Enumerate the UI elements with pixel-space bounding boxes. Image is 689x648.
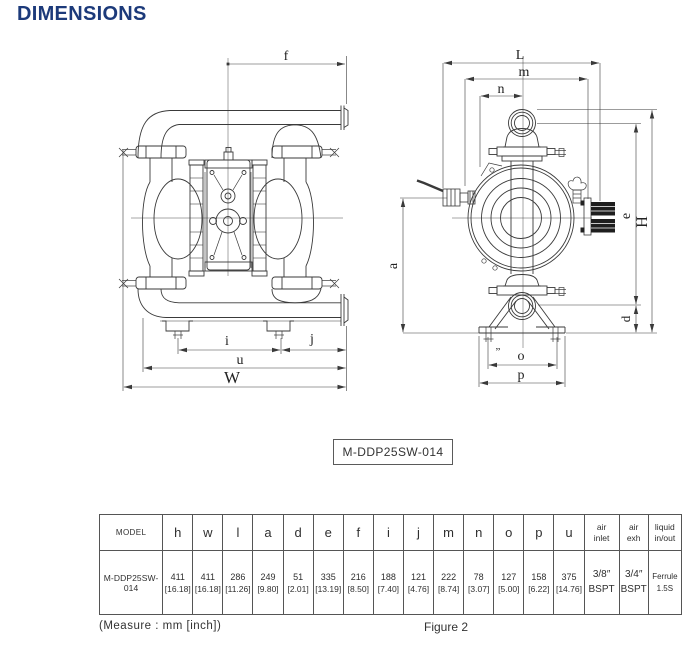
cell-p: 158[6.22] xyxy=(523,550,555,615)
dim-label-m: m xyxy=(519,65,530,80)
dim-label-n: n xyxy=(498,82,505,97)
cell-o: 127[5.00] xyxy=(493,550,525,615)
side-view-dimensions: L m n a e H d o p „ xyxy=(386,48,657,387)
dim-label-W: W xyxy=(224,368,241,387)
dim-label-foot-slot: „ xyxy=(496,340,501,352)
dim-label-j: j xyxy=(309,332,314,347)
dim-label-a: a xyxy=(386,262,401,269)
dim-label-o: o xyxy=(518,349,525,364)
measure-note: (Measure : mm [inch]) xyxy=(99,620,222,632)
cell-model: M-DDP25SW-014 xyxy=(98,550,164,615)
model-label-box: M-DDP25SW-014 xyxy=(333,439,453,465)
cell-air-exh: 3/4″BSPT xyxy=(618,550,649,615)
cell-j: 121[4.76] xyxy=(402,550,435,615)
cell-m: 222[8.74] xyxy=(433,550,465,615)
cell-f: 216[8.50] xyxy=(342,550,374,615)
col-header-m: m xyxy=(433,514,465,551)
col-header-air-exh: air exh xyxy=(618,514,649,551)
col-header-e: e xyxy=(312,514,344,551)
front-view-dimensions: f i j u W xyxy=(122,49,347,391)
col-header-o: o xyxy=(493,514,525,551)
col-header-n: n xyxy=(463,514,495,551)
dim-label-d: d xyxy=(618,315,633,322)
cell-w: 411[16.18] xyxy=(192,550,224,615)
technical-drawing: f i j u W xyxy=(118,48,657,391)
col-header-d: d xyxy=(282,514,314,551)
dim-label-i: i xyxy=(225,334,229,349)
dim-label-f: f xyxy=(284,49,289,64)
col-header-u: u xyxy=(553,514,585,551)
col-header-j: j xyxy=(402,514,435,551)
cell-u: 375[14.76] xyxy=(553,550,585,615)
dim-label-p: p xyxy=(518,368,525,383)
cell-air-inlet: 3/8″BSPT xyxy=(583,550,620,615)
model-label: M-DDP25SW-014 xyxy=(342,445,444,459)
col-header-i: i xyxy=(372,514,404,551)
dim-label-u: u xyxy=(237,353,244,368)
cell-h: 411[16.18] xyxy=(162,550,194,615)
cell-n: 78[3.07] xyxy=(463,550,495,615)
cell-e: 335[13.19] xyxy=(312,550,344,615)
cell-a: 249[9.80] xyxy=(252,550,284,615)
cell-i: 188[7.40] xyxy=(372,550,404,615)
side-view-pump xyxy=(416,56,615,348)
dim-label-e: e xyxy=(619,213,634,219)
col-header-l: l xyxy=(222,514,254,551)
col-header-h: h xyxy=(162,514,194,551)
table-header-row: MODEL h w l a d e f i j m n o p u air in… xyxy=(98,514,683,551)
col-header-f: f xyxy=(342,514,374,551)
col-header-p: p xyxy=(523,514,555,551)
table-row: M-DDP25SW-014 411[16.18] 411[16.18] 286[… xyxy=(98,550,683,615)
dim-label-H: H xyxy=(634,216,651,228)
dimensions-table: MODEL h w l a d e f i j m n o p u air in… xyxy=(98,514,683,615)
front-view-pump xyxy=(118,58,349,339)
col-header-model: MODEL xyxy=(98,514,164,551)
col-header-w: w xyxy=(192,514,224,551)
cell-l: 286[11.26] xyxy=(222,550,254,615)
col-header-a: a xyxy=(252,514,284,551)
cell-d: 51[2.01] xyxy=(282,550,314,615)
dim-label-L: L xyxy=(516,48,525,63)
page-title: DIMENSIONS xyxy=(17,3,147,25)
col-header-liquid: liquid in/out xyxy=(647,514,683,551)
col-header-air-inlet: air inlet xyxy=(583,514,620,551)
figure-caption: Figure 2 xyxy=(424,620,469,634)
